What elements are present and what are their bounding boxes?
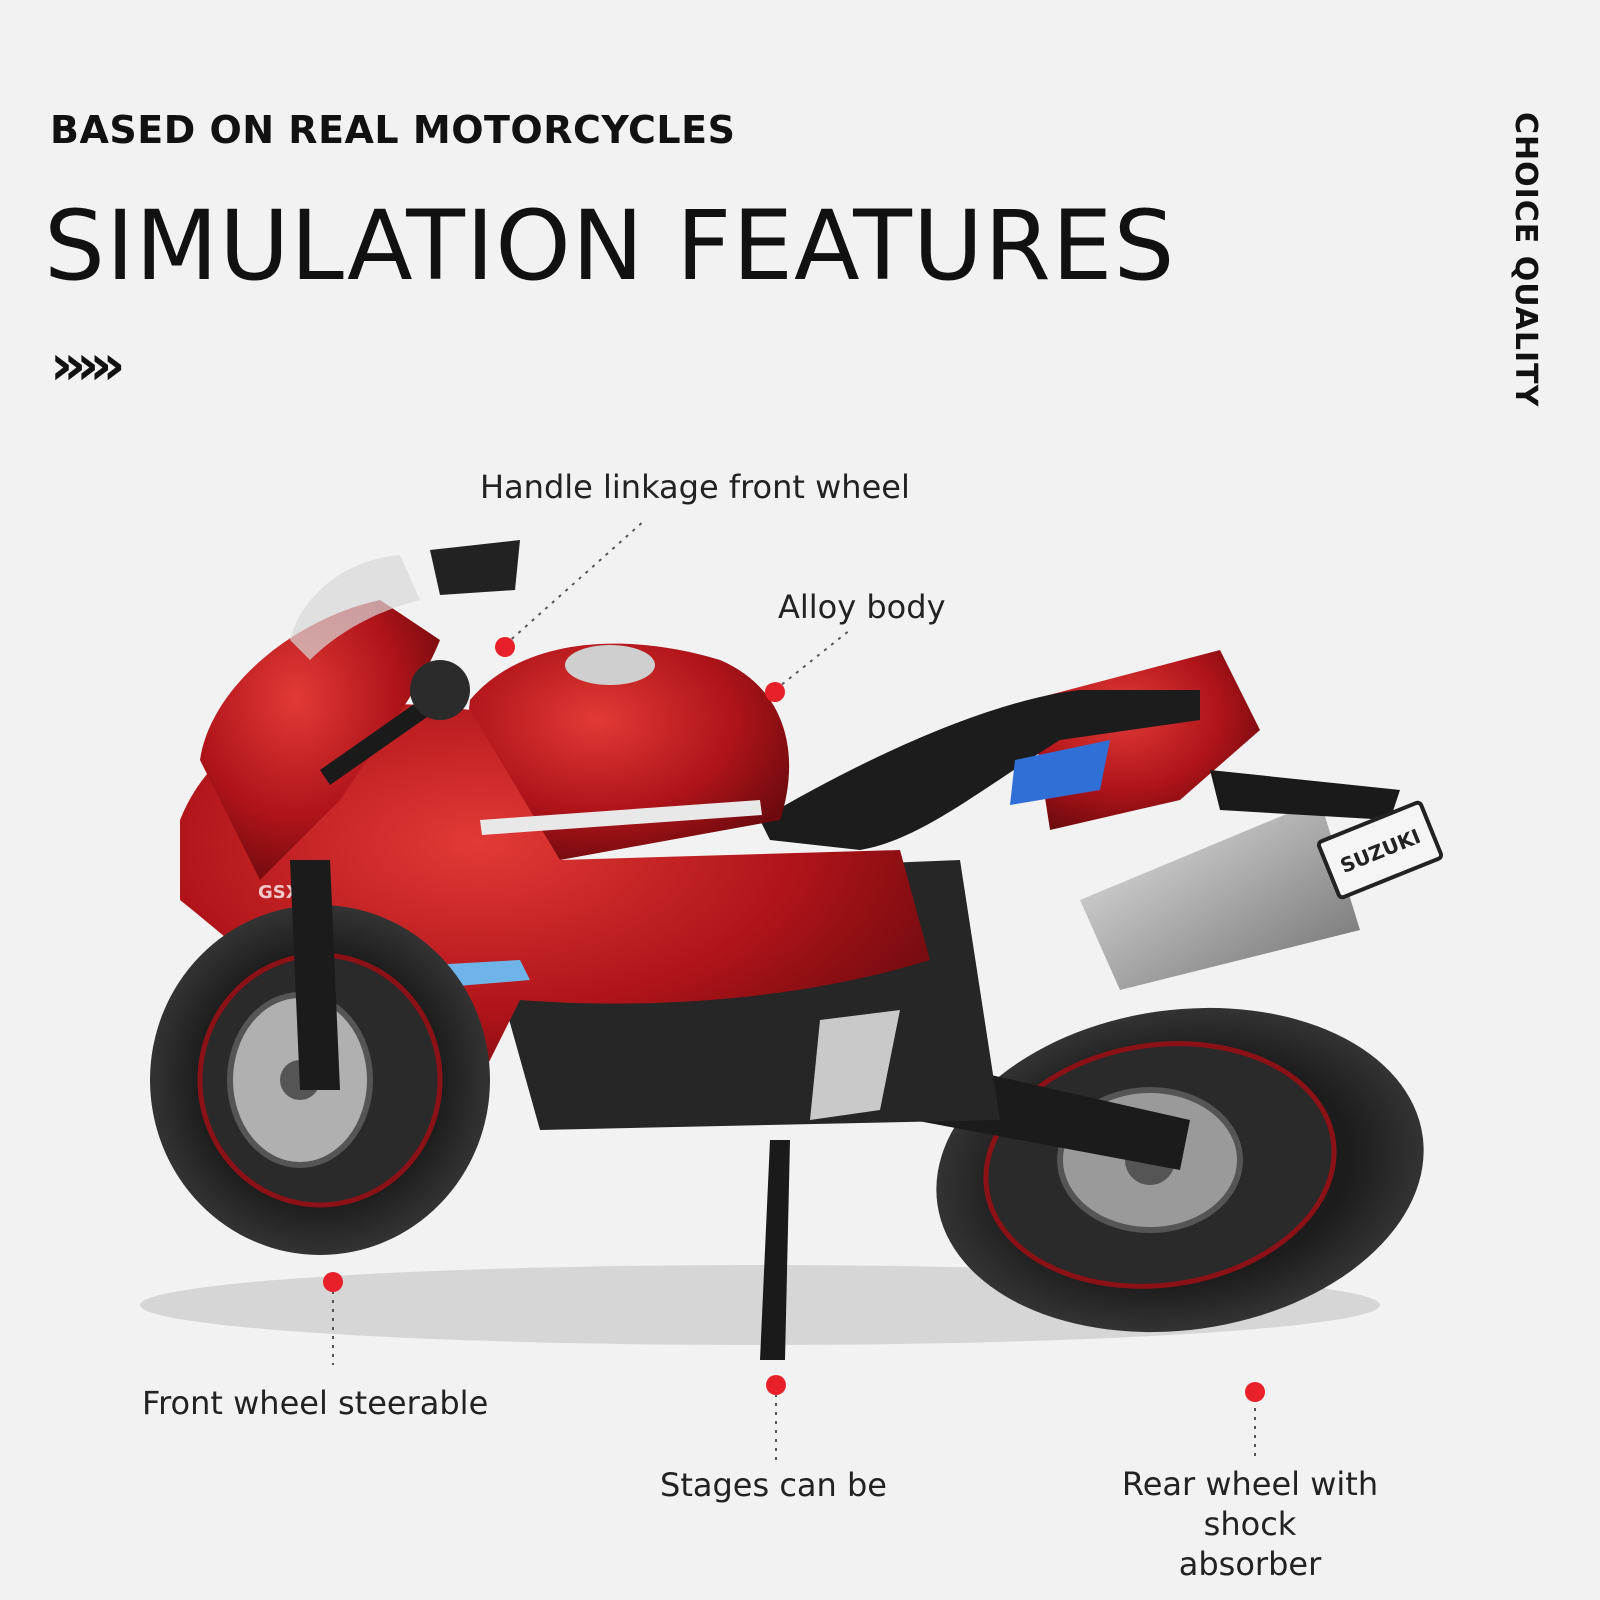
marker-alloy <box>765 682 785 702</box>
seat <box>760 690 1200 850</box>
marker-front-wheel <box>323 1272 343 1292</box>
tail-hugger <box>1210 770 1400 820</box>
label-handle-linkage: Handle linkage front wheel <box>480 468 910 506</box>
label-rear-wheel-line1: Rear wheel with shock <box>1121 1465 1379 1543</box>
label-stand: Stages can be <box>660 1466 887 1504</box>
marker-stand <box>766 1375 786 1395</box>
gsx-badge: GSX <box>258 882 300 903</box>
subtitle-heading: BASED ON REAL MOTORCYCLES <box>50 108 736 152</box>
tank-stripe <box>480 800 762 835</box>
triple-clamp <box>410 660 470 720</box>
marker-rear-wheel <box>1245 1382 1265 1402</box>
label-rear-wheel-line2: absorber <box>1178 1545 1322 1583</box>
front-fork <box>290 860 340 1090</box>
kickstand <box>760 1140 790 1360</box>
marker-dots <box>323 637 1265 1402</box>
license-plate: SUZUKI <box>1316 800 1444 900</box>
fuel-cap <box>565 645 655 685</box>
tail-stripe-blue <box>1010 740 1110 805</box>
front-fairing <box>200 600 440 880</box>
label-alloy-body: Alloy body <box>778 588 946 626</box>
side-tagline: CHOICE QUALITY <box>1508 112 1543 408</box>
page-title: SIMULATION FEATURES <box>44 190 1176 302</box>
footpeg-plate <box>810 1010 900 1120</box>
handlebar <box>320 700 430 785</box>
windscreen <box>290 555 420 660</box>
label-front-wheel: Front wheel steerable <box>142 1384 489 1422</box>
chevron-arrows-icon: ››››› <box>50 333 125 398</box>
left-mirror <box>430 540 520 595</box>
marker-handle <box>495 637 515 657</box>
exhaust-pipe <box>1080 800 1360 990</box>
label-rear-wheel: Rear wheel with shock absorber <box>1080 1464 1420 1584</box>
